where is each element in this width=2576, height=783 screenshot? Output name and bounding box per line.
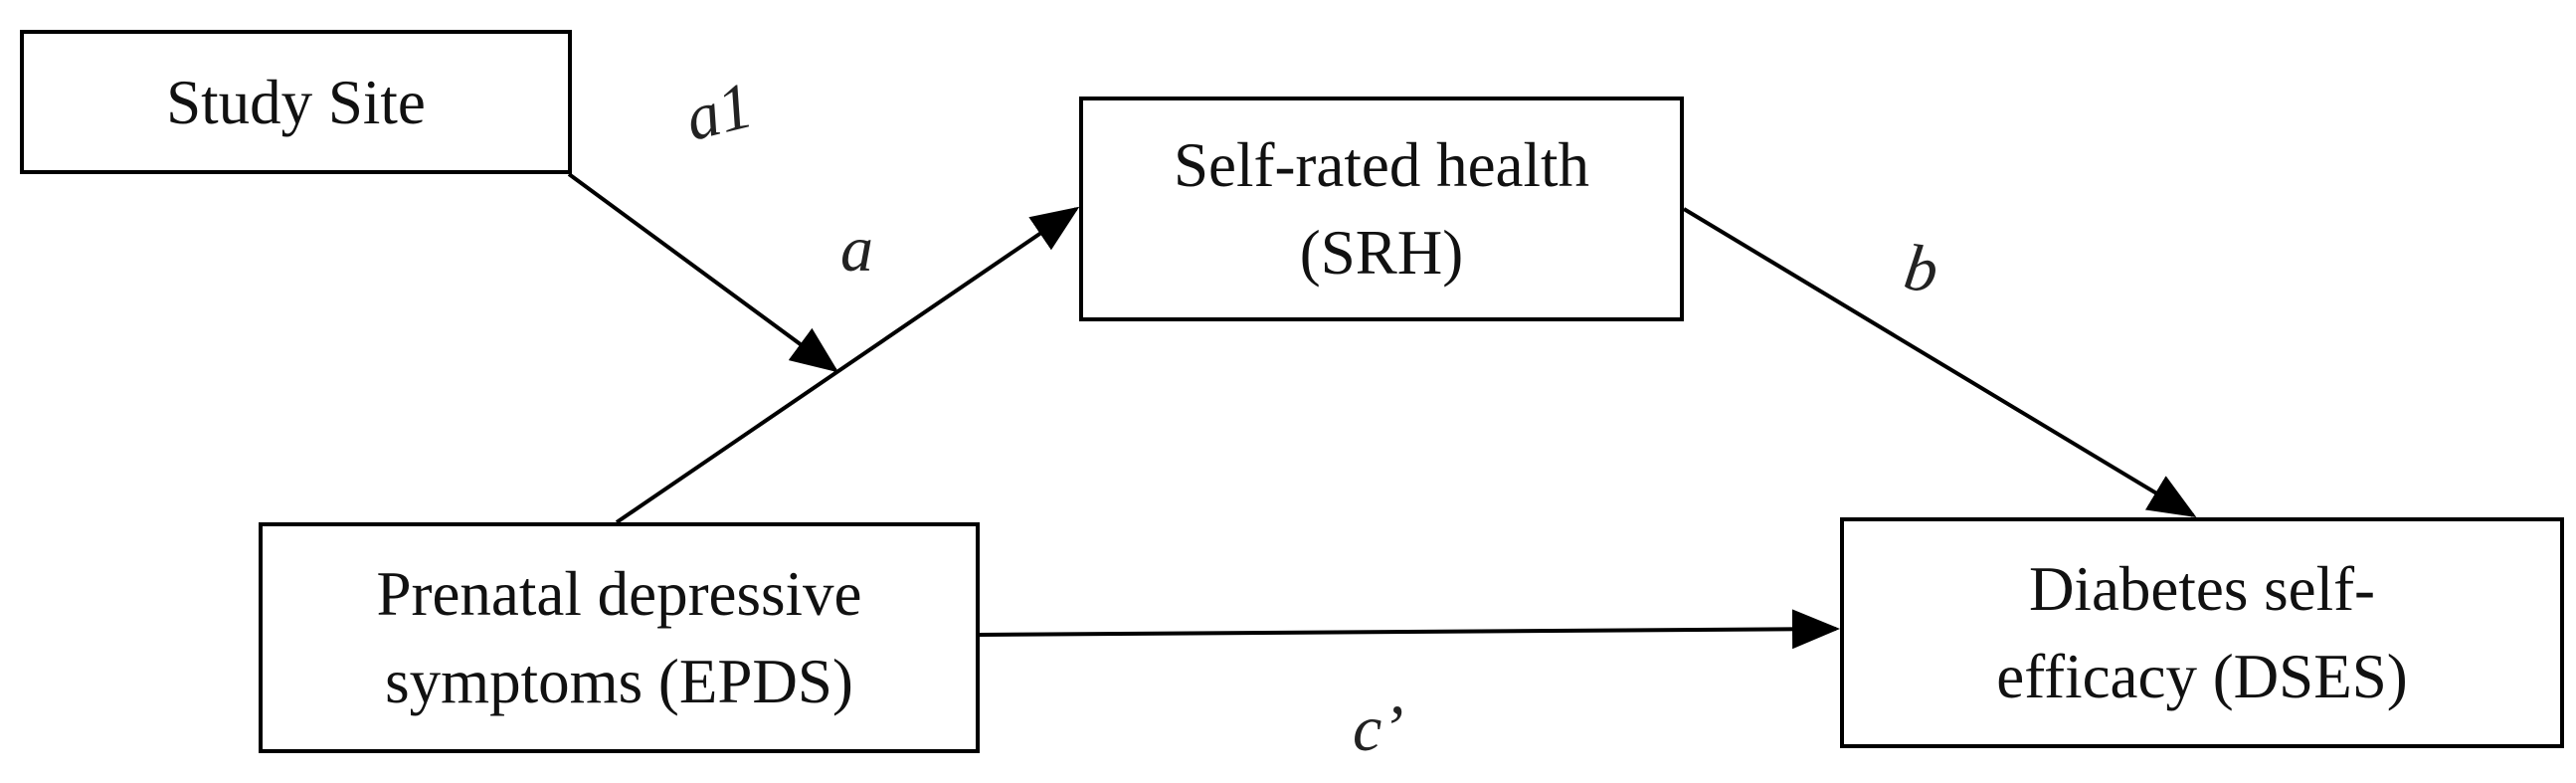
arrow-a1-moderation bbox=[567, 172, 839, 373]
node-self-rated-health: Self-rated health (SRH) bbox=[1079, 97, 1684, 321]
node-srh-label-line1: Self-rated health bbox=[1173, 130, 1590, 200]
node-study-site-label: Study Site bbox=[166, 67, 426, 137]
path-label-a: a bbox=[840, 213, 873, 286]
node-dses-label-line2: efficacy (DSES) bbox=[1996, 642, 2408, 711]
node-study-site: Study Site bbox=[20, 30, 572, 174]
node-epds-label-line2: symptoms (EPDS) bbox=[385, 647, 853, 716]
node-dses-label-line1: Diabetes self- bbox=[2028, 554, 2376, 624]
arrow-a-epds-to-srh bbox=[615, 206, 1080, 524]
node-srh-label-line2: (SRH) bbox=[1299, 218, 1464, 288]
path-label-c-prime: c’ bbox=[1353, 692, 1404, 765]
node-diabetes-self-efficacy: Diabetes self- efficacy (DSES) bbox=[1840, 517, 2564, 748]
arrow-b-srh-to-dses bbox=[1682, 207, 2197, 518]
node-epds-label-line1: Prenatal depressive bbox=[376, 559, 862, 629]
arrow-c-prime-epds-to-dses bbox=[979, 609, 1840, 650]
node-prenatal-depressive-symptoms: Prenatal depressive symptoms (EPDS) bbox=[259, 522, 980, 753]
